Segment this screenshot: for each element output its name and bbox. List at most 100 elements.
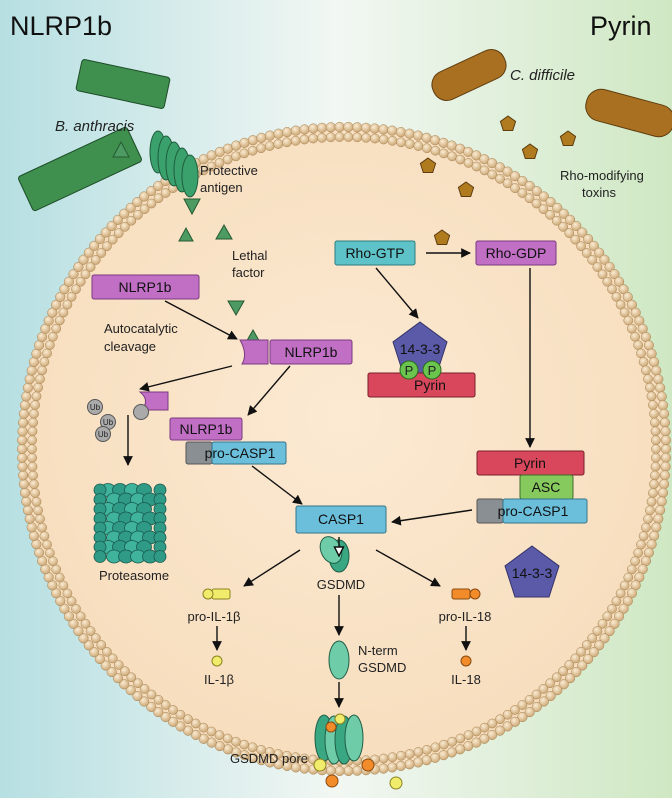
membrane-bead <box>583 653 594 665</box>
membrane-bead <box>54 315 65 326</box>
membrane-bead <box>650 417 660 428</box>
membrane-bead <box>570 653 581 664</box>
membrane-bead <box>565 214 576 225</box>
membrane-bead <box>146 701 157 712</box>
membrane-bead <box>206 726 217 737</box>
protective-antigen-pore <box>149 130 199 198</box>
lethal-factor-label-line2: factor <box>232 265 265 280</box>
membrane-bead <box>28 417 38 428</box>
membrane-bead <box>438 750 449 761</box>
nlrp1b-box-cleaved <box>269 339 353 365</box>
membrane-bead <box>524 180 535 191</box>
proteasome-subunit <box>93 550 107 563</box>
membrane-bead <box>62 299 73 310</box>
casp1-label: CASP1 <box>318 511 364 527</box>
rho-gtp-label: Rho-GTP <box>345 245 404 261</box>
membrane-bead <box>660 461 671 472</box>
membrane-bead <box>33 505 43 516</box>
nterm-gsdmd-label-line1: N-term <box>358 643 398 658</box>
membrane-bead <box>153 694 164 705</box>
membrane-bead <box>570 234 581 245</box>
membrane-bead <box>638 357 649 367</box>
membrane-bead <box>27 426 38 437</box>
membrane-bead <box>146 186 157 197</box>
membrane-bead <box>183 725 194 736</box>
membrane-bead <box>183 714 193 725</box>
membrane-bead <box>308 123 319 134</box>
membrane-bead <box>113 660 124 670</box>
membrane-bead <box>24 374 35 385</box>
nlrp1b-cleaved-label: NLRP1b <box>285 344 338 360</box>
membrane-bead <box>577 227 588 238</box>
membrane-bead <box>646 391 657 402</box>
membrane-bead <box>28 357 39 368</box>
membrane-bead <box>198 165 209 176</box>
membrane-bead <box>360 122 372 133</box>
membrane-bead <box>190 729 201 740</box>
membrane-bead <box>378 753 389 764</box>
nlrp1b-box-top <box>91 274 200 300</box>
membrane-bead <box>604 261 615 272</box>
membrane-bead <box>120 666 130 677</box>
membrane-bead <box>175 709 186 720</box>
membrane-bead <box>502 178 513 189</box>
membrane-bead <box>369 123 380 134</box>
membrane-bead <box>239 739 250 750</box>
membrane-bead <box>68 618 79 629</box>
membrane-bead <box>615 299 626 310</box>
membrane-bead <box>576 241 586 252</box>
membrane-bead <box>571 666 582 678</box>
membrane-bead <box>564 228 575 238</box>
arrow-pyrin-to-casp1 <box>391 509 473 526</box>
membrane-bead <box>27 452 37 463</box>
membrane-bead <box>626 564 637 575</box>
membrane-bead <box>378 134 389 145</box>
pentagon-14-3-3-top-label: 14-3-3 <box>400 341 441 357</box>
membrane-bead <box>44 340 55 350</box>
membrane-bead <box>487 718 498 729</box>
arrow-to-complex <box>247 365 291 416</box>
membrane-bead <box>146 689 157 700</box>
membrane-bead <box>581 640 592 650</box>
membrane-bead <box>618 603 629 614</box>
membrane-bead <box>102 241 112 252</box>
membrane-bead <box>35 374 45 384</box>
membrane-bead <box>133 209 143 220</box>
membrane-bead <box>404 759 415 770</box>
membrane-bead <box>494 725 505 736</box>
membrane-bead <box>100 227 111 238</box>
membrane-bead <box>18 417 29 428</box>
membrane-bead <box>31 348 42 359</box>
membrane-bead <box>659 479 670 490</box>
membrane-bead <box>517 175 528 187</box>
membrane-bead <box>168 705 178 715</box>
membrane-bead <box>551 672 562 683</box>
membrane-bead <box>649 530 660 541</box>
arrow-to-pro-il18 <box>375 549 441 587</box>
membrane-bead <box>626 323 637 334</box>
membrane-bead <box>17 435 28 446</box>
membrane-bead <box>247 145 258 156</box>
membrane-bead <box>479 722 490 733</box>
il18-label: IL-18 <box>451 672 481 687</box>
membrane-bead <box>55 595 66 607</box>
membrane-bead <box>657 487 669 498</box>
membrane-bead <box>636 539 646 550</box>
membrane-bead <box>308 133 318 144</box>
released-cytokines <box>313 758 403 790</box>
membrane-bead <box>28 530 39 541</box>
membrane-bead <box>112 214 123 225</box>
membrane-bead <box>352 122 363 133</box>
membrane-bead <box>615 588 626 599</box>
pyrin-inactive-label: Pyrin <box>414 377 446 393</box>
membrane-bead <box>651 435 661 446</box>
pentagon-14-3-3-bottom-label: 14-3-3 <box>512 565 553 581</box>
membrane-bead <box>387 762 398 773</box>
membrane-bead <box>660 443 672 455</box>
membrane-bead <box>641 365 651 376</box>
pyrin-box-inactive <box>367 372 476 398</box>
membrane-bead <box>58 307 69 318</box>
cell <box>16 121 672 777</box>
pro-casp1-right-label: pro-CASP1 <box>498 503 569 519</box>
membrane-bead <box>524 694 535 705</box>
